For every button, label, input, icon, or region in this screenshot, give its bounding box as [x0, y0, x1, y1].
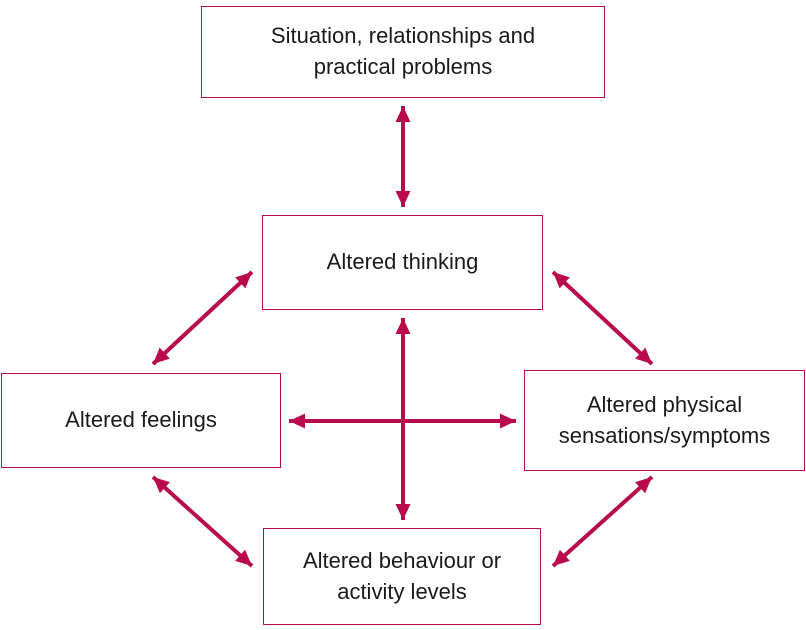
arrow-feelings-behaviour	[151, 475, 254, 568]
box-altered-behaviour: Altered behaviour or activity levels	[263, 528, 541, 625]
box-altered-thinking: Altered thinking	[262, 215, 543, 310]
box-situation: Situation, relationships and practical p…	[201, 6, 605, 98]
arrow-thinking-feelings	[151, 270, 254, 366]
box-altered-feelings-label: Altered feelings	[65, 407, 217, 433]
box-altered-feelings: Altered feelings	[1, 373, 281, 468]
arrow-physical-behaviour	[551, 475, 654, 568]
box-altered-thinking-label: Altered thinking	[326, 249, 479, 275]
arrow-thinking-physical	[551, 270, 654, 366]
box-altered-physical-label: Altered physical sensations/symptoms	[558, 391, 771, 448]
box-altered-physical: Altered physical sensations/symptoms	[524, 370, 805, 471]
box-situation-label: Situation, relationships and practical p…	[270, 23, 536, 79]
box-altered-behaviour-label: Altered behaviour or activity levels	[302, 547, 502, 604]
